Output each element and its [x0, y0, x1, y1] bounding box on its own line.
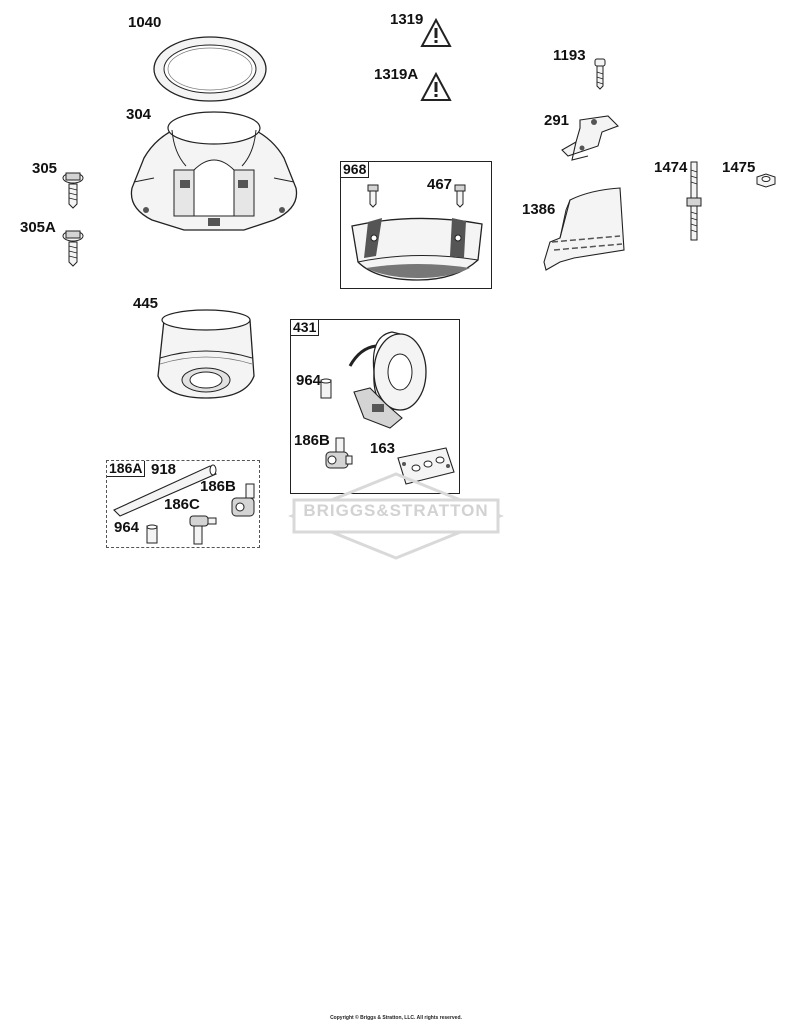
- part-label-186C: 186C: [164, 496, 200, 513]
- part-label-305: 305: [32, 160, 58, 177]
- screw-305A: [62, 230, 84, 267]
- part-label-304: 304: [126, 106, 152, 123]
- screw-467-left: [367, 184, 379, 208]
- fitting-186B: [231, 483, 255, 517]
- screw-467-right: [454, 184, 466, 208]
- cover-968: [351, 217, 483, 281]
- part-label-968: 968: [341, 161, 370, 179]
- assembly-box-431: 431: [290, 319, 460, 494]
- screw-305: [62, 172, 84, 209]
- part-label-918: 918: [151, 461, 177, 478]
- ring-gasket-1040: [153, 36, 267, 102]
- bracket-291: [561, 115, 619, 161]
- briggs-stratton-watermark-logo: [287, 472, 505, 560]
- shield-1386: [543, 187, 625, 271]
- part-label-1386: 1386: [522, 201, 556, 218]
- part-label-445: 445: [133, 295, 159, 312]
- part-label-467: 467: [427, 176, 453, 193]
- part-label-186B-box: 186B: [294, 432, 330, 449]
- stud-1474: [686, 161, 702, 241]
- bolt-1193: [594, 58, 606, 90]
- part-label-291: 291: [544, 112, 570, 129]
- part-label-431: 431: [291, 319, 320, 337]
- hose-918: [113, 464, 217, 517]
- part-label-1474: 1474: [654, 159, 688, 176]
- fitting-186B-box: [325, 437, 353, 469]
- part-label-1040: 1040: [128, 14, 162, 31]
- blower-housing-304: [130, 111, 298, 231]
- warning-triangle-icon: [420, 71, 452, 101]
- air-cleaner-base-431: [348, 331, 427, 429]
- air-filter-445: [157, 309, 255, 399]
- warning-triangle-icon: [420, 17, 452, 47]
- gasket-163: [397, 447, 455, 485]
- part-label-305A: 305A: [20, 219, 56, 236]
- part-label-1193: 1193: [553, 47, 586, 64]
- part-label-964-a: 964: [296, 372, 322, 389]
- sleeve-964-b: [146, 524, 158, 544]
- watermark-text: BRIGGS&STRATTON: [303, 501, 489, 520]
- assembly-box-968: 968: [340, 161, 492, 289]
- part-label-163: 163: [370, 440, 396, 457]
- fitting-186C: [189, 515, 217, 545]
- part-label-186A: 186A: [107, 460, 146, 478]
- part-label-1319A: 1319A: [374, 66, 419, 83]
- part-label-1319: 1319: [390, 11, 424, 28]
- assembly-box-186A: 186A: [106, 460, 260, 548]
- part-label-964-b: 964: [114, 519, 140, 536]
- sleeve-964-a: [320, 378, 332, 399]
- copyright-footer: Copyright © Briggs & Stratton, LLC. All …: [330, 1015, 462, 1021]
- part-label-186B: 186B: [200, 478, 236, 495]
- part-label-1475: 1475: [722, 159, 756, 176]
- nut-1475: [756, 173, 776, 188]
